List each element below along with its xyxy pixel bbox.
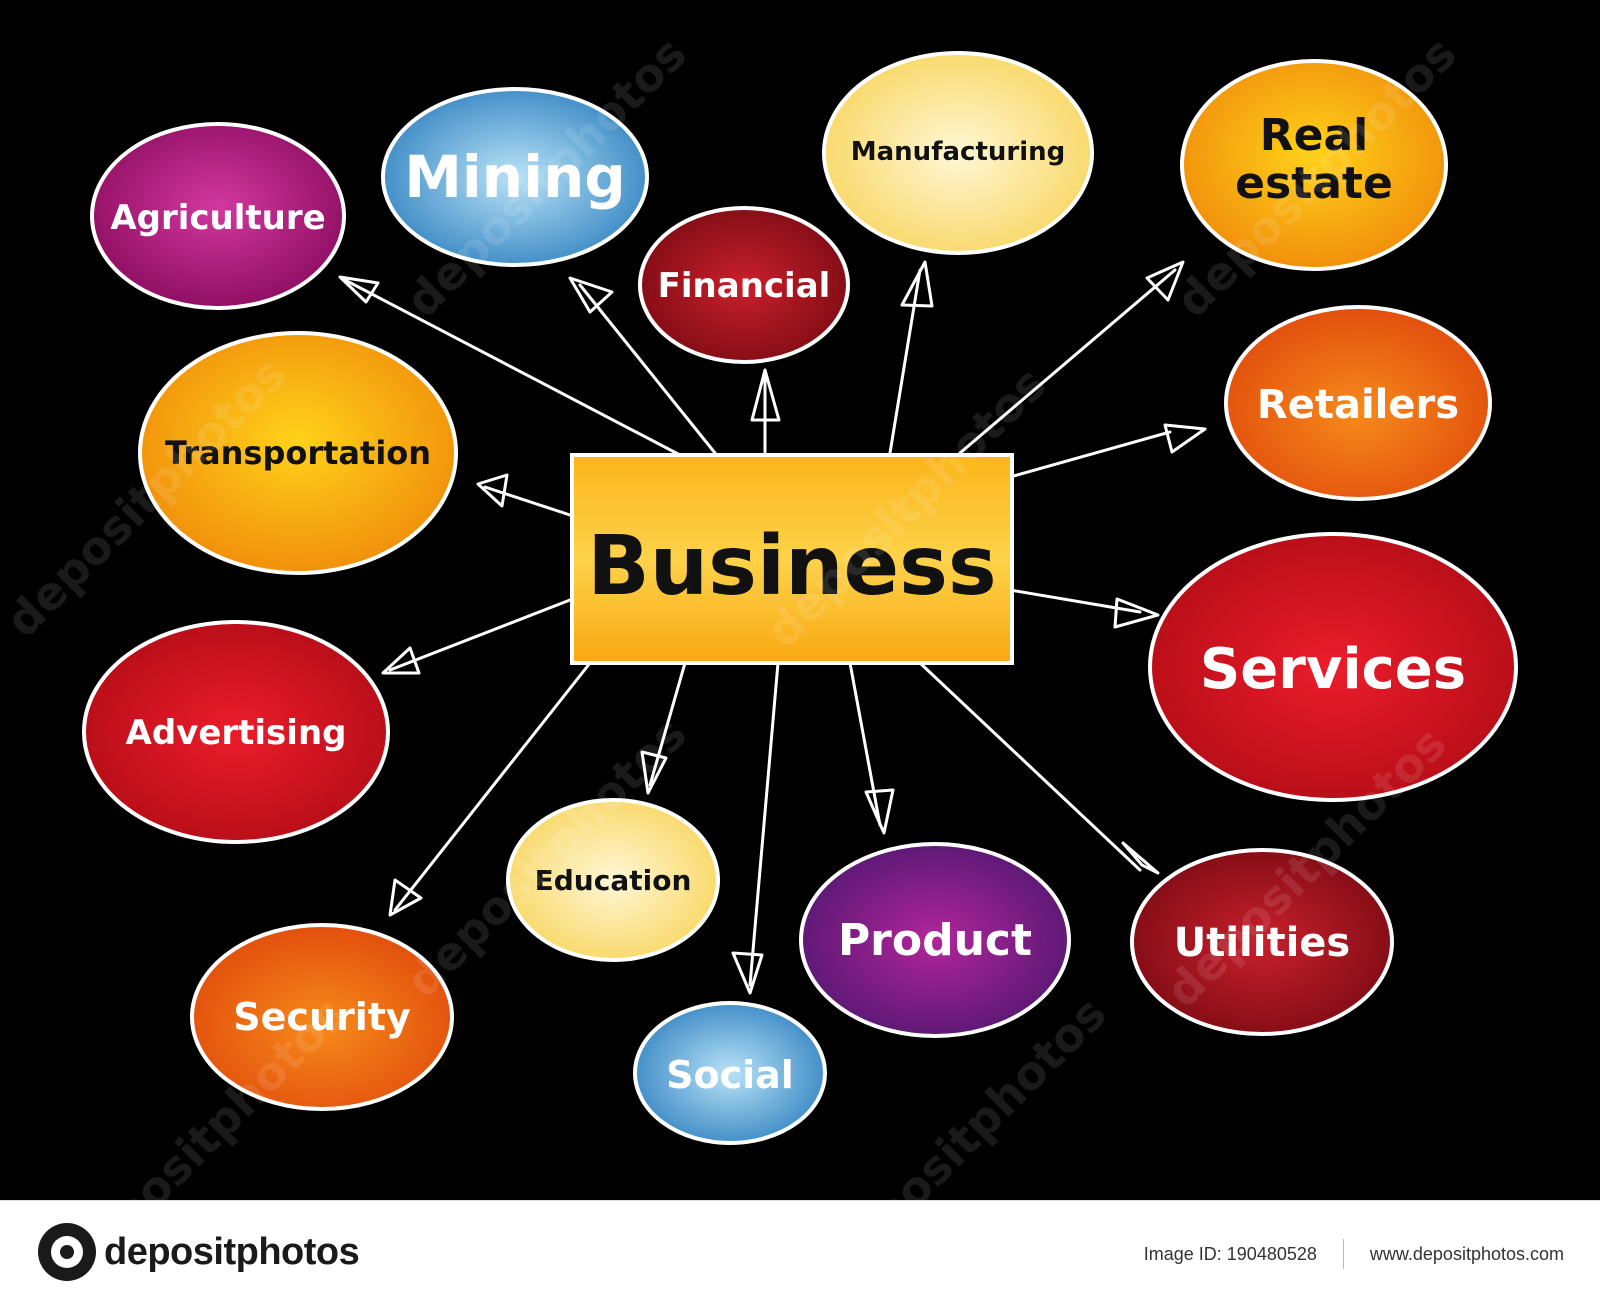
arrowhead xyxy=(900,260,934,308)
node-advertising: Advertising xyxy=(82,620,390,844)
node-bubble xyxy=(799,842,1071,1038)
arrowhead xyxy=(750,368,781,422)
node-product: Product xyxy=(799,842,1071,1038)
node-bubble xyxy=(633,1001,827,1145)
node-label: Education xyxy=(535,864,692,897)
arrowhead xyxy=(731,951,764,995)
node-services: Services xyxy=(1148,532,1518,802)
arrow-to-security xyxy=(393,661,592,912)
divider xyxy=(1342,1239,1344,1269)
node-label: Services xyxy=(1200,637,1466,702)
brand-name: depositphotos xyxy=(104,1230,360,1273)
brand-logo: depositphotos xyxy=(38,1223,360,1281)
node-transportation: Transportation xyxy=(138,331,458,575)
node-manufacturing: Manufacturing xyxy=(822,51,1094,255)
arrow-to-real-estate xyxy=(958,268,1177,455)
node-bubble xyxy=(1180,59,1448,271)
arrow-to-utilities xyxy=(918,661,1142,872)
arrow-to-transportation xyxy=(483,485,572,517)
arrow-to-mining xyxy=(578,283,717,455)
node-label: Product xyxy=(838,915,1032,966)
arrowhead xyxy=(338,275,380,304)
connectors xyxy=(343,268,1177,987)
node-label: Financial xyxy=(658,266,831,306)
node-bubble xyxy=(82,620,390,844)
arrowheads xyxy=(338,260,1207,995)
node-bubble xyxy=(1148,532,1518,802)
footer-bar: depositphotos Image ID: 190480528 www.de… xyxy=(0,1200,1600,1300)
node-retailers: Retailers xyxy=(1224,305,1492,501)
arrow-to-advertising xyxy=(388,598,572,672)
center-box xyxy=(570,453,1014,665)
center-label: Business xyxy=(587,519,996,614)
arrowhead xyxy=(388,878,423,917)
node-label-text: Real xyxy=(1260,110,1369,161)
arrow-to-manufacturing xyxy=(888,268,922,455)
arrowhead xyxy=(1113,597,1160,629)
node-label: Transportation xyxy=(165,434,431,472)
node-financial: Financial xyxy=(638,206,850,364)
node-bubble xyxy=(506,798,720,962)
node-mining: Mining xyxy=(381,87,649,267)
node-bubble xyxy=(638,206,850,364)
node-bubble xyxy=(90,122,346,310)
arrow-to-education xyxy=(648,661,687,787)
arrowhead xyxy=(640,750,668,795)
arrow-to-agriculture xyxy=(343,278,682,457)
node-label: Agriculture xyxy=(110,198,325,238)
arrowhead xyxy=(1163,423,1207,454)
node-bubble xyxy=(381,87,649,267)
node-label: Utilities xyxy=(1174,920,1351,966)
arrowhead xyxy=(1121,841,1160,875)
node-bubble xyxy=(1130,848,1394,1036)
node-bubble xyxy=(822,51,1094,255)
node-bubble xyxy=(138,331,458,575)
node-social: Social xyxy=(633,1001,827,1145)
arrow-to-product xyxy=(848,661,882,827)
arrowhead xyxy=(381,646,421,675)
arrowhead xyxy=(476,473,509,508)
site-url: www.depositphotos.com xyxy=(1369,1243,1564,1264)
arrowhead xyxy=(568,276,614,314)
image-id: Image ID: 190480528 xyxy=(1143,1243,1317,1264)
node-education: Education xyxy=(506,798,720,962)
node-label-text: estate xyxy=(1235,158,1393,209)
node-label: Social xyxy=(666,1053,794,1097)
node-label: Mining xyxy=(404,143,626,211)
node-label: Advertising xyxy=(126,713,347,753)
node-utilities: Utilities xyxy=(1130,848,1394,1036)
camera-lens-icon xyxy=(38,1223,96,1281)
node-agriculture: Agriculture xyxy=(90,122,346,310)
arrow-to-social xyxy=(748,661,780,987)
node-bubble xyxy=(190,923,454,1111)
node-label: Retailers xyxy=(1257,382,1459,428)
arrowhead xyxy=(1145,260,1185,302)
node-label: Manufacturing xyxy=(851,137,1066,167)
business-mind-map: Business Agriculture Mining Financial Ma… xyxy=(82,51,1518,1145)
arrowhead xyxy=(864,788,895,835)
arrow-to-services xyxy=(1008,588,1142,614)
node-label: Security xyxy=(233,995,411,1039)
center-node: Business xyxy=(570,453,1014,665)
node-security: Security xyxy=(190,923,454,1111)
node-bubble xyxy=(1224,305,1492,501)
image-meta: Image ID: 190480528 www.depositphotos.co… xyxy=(1144,1239,1564,1269)
arrow-to-retailers xyxy=(1008,430,1172,479)
